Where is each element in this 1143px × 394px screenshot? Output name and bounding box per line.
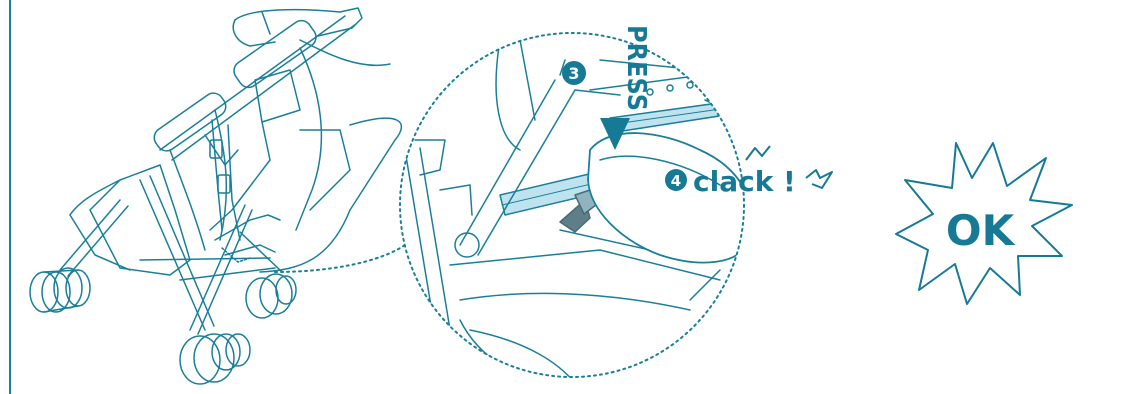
clack-label: clack ! [693,165,796,198]
zoom-detail [399,32,745,378]
step-4-number: 4 [671,172,681,190]
step-4-badge [665,169,687,191]
press-label: PRESS [621,25,651,111]
step-3-press: 3 PRESS [562,25,651,150]
step-4-clack: 4 clack ! [665,145,833,198]
zoom-circle [399,32,745,378]
ok-text: OK [946,206,1016,255]
clack-spark-icon [745,145,771,161]
stroller-illustration [29,7,403,385]
result-ok: OK [895,142,1073,305]
clack-sound-icon [805,169,833,189]
step-3-badge [562,61,586,85]
step-3-number: 3 [568,64,579,83]
ok-starburst-icon [895,142,1073,305]
zoom-connector [274,244,406,273]
press-arrow-icon [600,118,630,150]
